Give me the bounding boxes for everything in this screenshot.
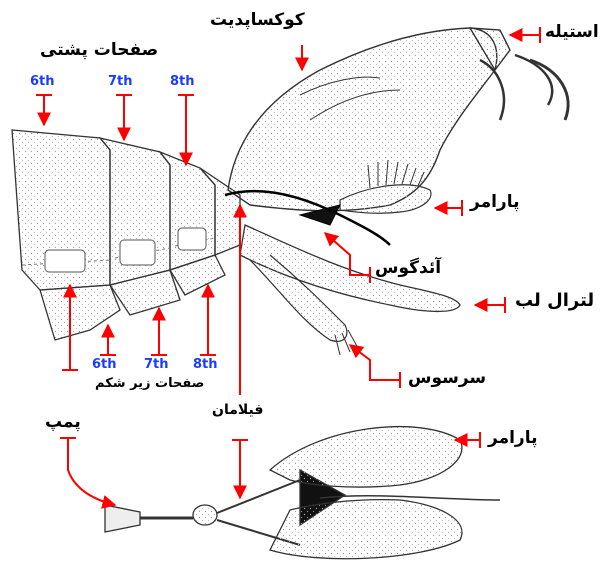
- segment-bottom-8th: 8th: [193, 357, 218, 372]
- label-lateral-lobe: لترال لب: [515, 290, 594, 311]
- segment-top-8th: 8th: [170, 74, 195, 89]
- label-sternites: صفحات زیر شکم: [95, 376, 204, 391]
- label-aedeagus: آئدگوس: [375, 258, 441, 278]
- label-paramere-top: پارامر: [470, 192, 519, 212]
- phallosome-bottom: [105, 427, 500, 559]
- segment-bottom-7th: 7th: [144, 357, 169, 372]
- label-coxopodite: کوکساپدیت: [210, 10, 305, 30]
- segment-bottom-6th: 6th: [92, 357, 117, 372]
- coxopodite-shape: [228, 28, 568, 211]
- label-stylus: استیله: [545, 22, 599, 42]
- label-cerci: سرسوس: [408, 368, 486, 388]
- segment-top-7th: 7th: [108, 74, 133, 89]
- label-pump: پمپ: [45, 412, 81, 432]
- label-phallomere: فیلامان: [212, 402, 263, 418]
- segment-top-6th: 6th: [30, 74, 55, 89]
- label-paramere-bottom: پارامر: [488, 428, 537, 448]
- label-tergites: صفحات پشتی: [40, 40, 158, 60]
